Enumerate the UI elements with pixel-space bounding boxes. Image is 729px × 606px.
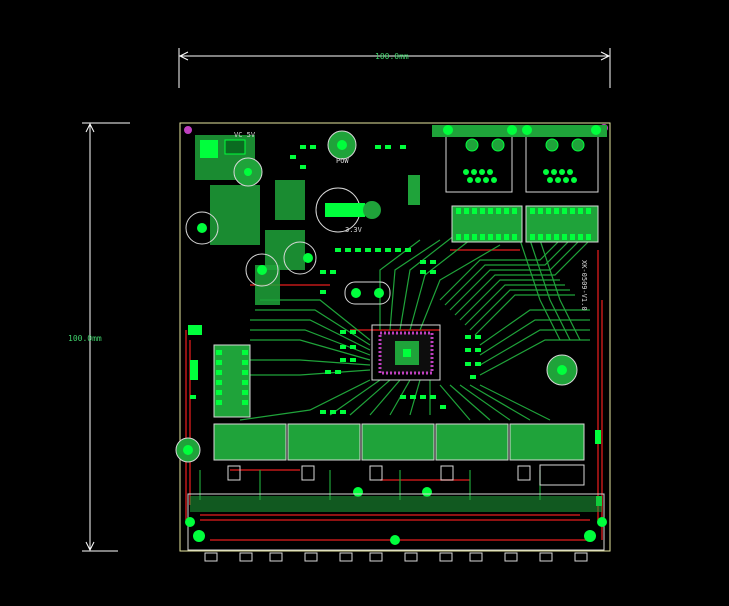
bottom-transformers [213, 423, 585, 461]
dimension-width [178, 48, 611, 88]
left-transformer [213, 344, 251, 418]
rail-3v3-label: 3.3V [345, 226, 363, 234]
top-rj45-jacks [432, 125, 607, 193]
top-transformers [451, 205, 599, 243]
dimension-width-label: 100.0mm [375, 52, 409, 61]
power-input-label: VC 5V [234, 131, 256, 139]
small-components [188, 145, 602, 506]
board-version-text: XK-0509-V1.0 [580, 260, 588, 311]
top-layer-traces [199, 219, 596, 500]
right-led [546, 354, 578, 386]
crystal [344, 281, 391, 305]
power-led-label: POW [336, 157, 349, 165]
switch-ic [371, 324, 441, 381]
left-mount [175, 437, 201, 463]
dimension-height-label: 100.0mm [68, 334, 102, 343]
dimension-height [82, 122, 130, 552]
bottom-rj45-row [185, 493, 607, 562]
power-supply-area [184, 124, 608, 305]
